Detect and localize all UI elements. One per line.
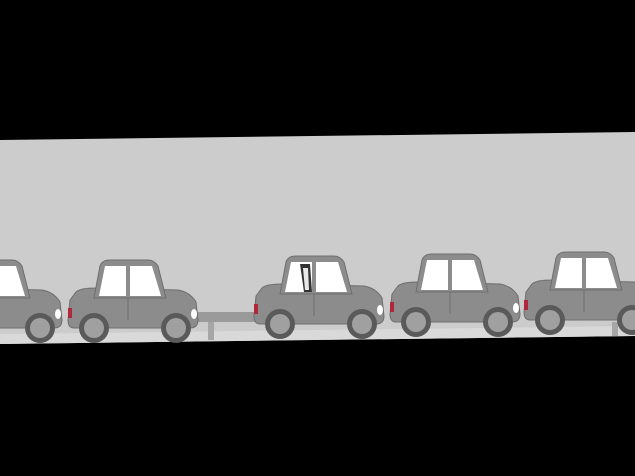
- ground-strip: [0, 326, 635, 344]
- car-window-front: [0, 266, 25, 296]
- car-hubcap: [270, 314, 290, 334]
- car-5: [523, 251, 635, 335]
- tow-bar: [196, 312, 256, 322]
- car-hubcap: [540, 310, 560, 330]
- car-1: [0, 259, 63, 343]
- car-3: [253, 255, 385, 339]
- car-hubcap: [166, 318, 186, 338]
- car-window-front: [130, 266, 161, 296]
- car-row: [0, 251, 635, 343]
- car-headlight: [513, 303, 519, 313]
- car-hubcap: [488, 312, 508, 332]
- car-headlight: [55, 309, 61, 319]
- car-window-front: [452, 260, 483, 290]
- car-hubcap: [622, 310, 635, 330]
- car-4: [389, 253, 521, 337]
- car-2: [67, 259, 199, 343]
- car-hubcap: [352, 314, 372, 334]
- car-headlight: [191, 309, 197, 319]
- tow-bar-post: [208, 322, 214, 340]
- car-window-rear: [421, 260, 448, 290]
- car-window-rear: [99, 266, 126, 296]
- car-hubcap: [84, 318, 104, 338]
- car-window-front: [316, 262, 347, 292]
- car-taillight: [68, 308, 72, 318]
- car-taillight: [524, 300, 528, 310]
- edge-post: [612, 322, 618, 336]
- car-window-rear: [555, 258, 582, 288]
- car-hubcap: [406, 312, 426, 332]
- car-taillight: [390, 302, 394, 312]
- driver-shirt: [303, 268, 309, 290]
- car-headlight: [377, 305, 383, 315]
- car-hubcap: [30, 318, 50, 338]
- car-taillight: [254, 304, 258, 314]
- car-window-front: [586, 258, 617, 288]
